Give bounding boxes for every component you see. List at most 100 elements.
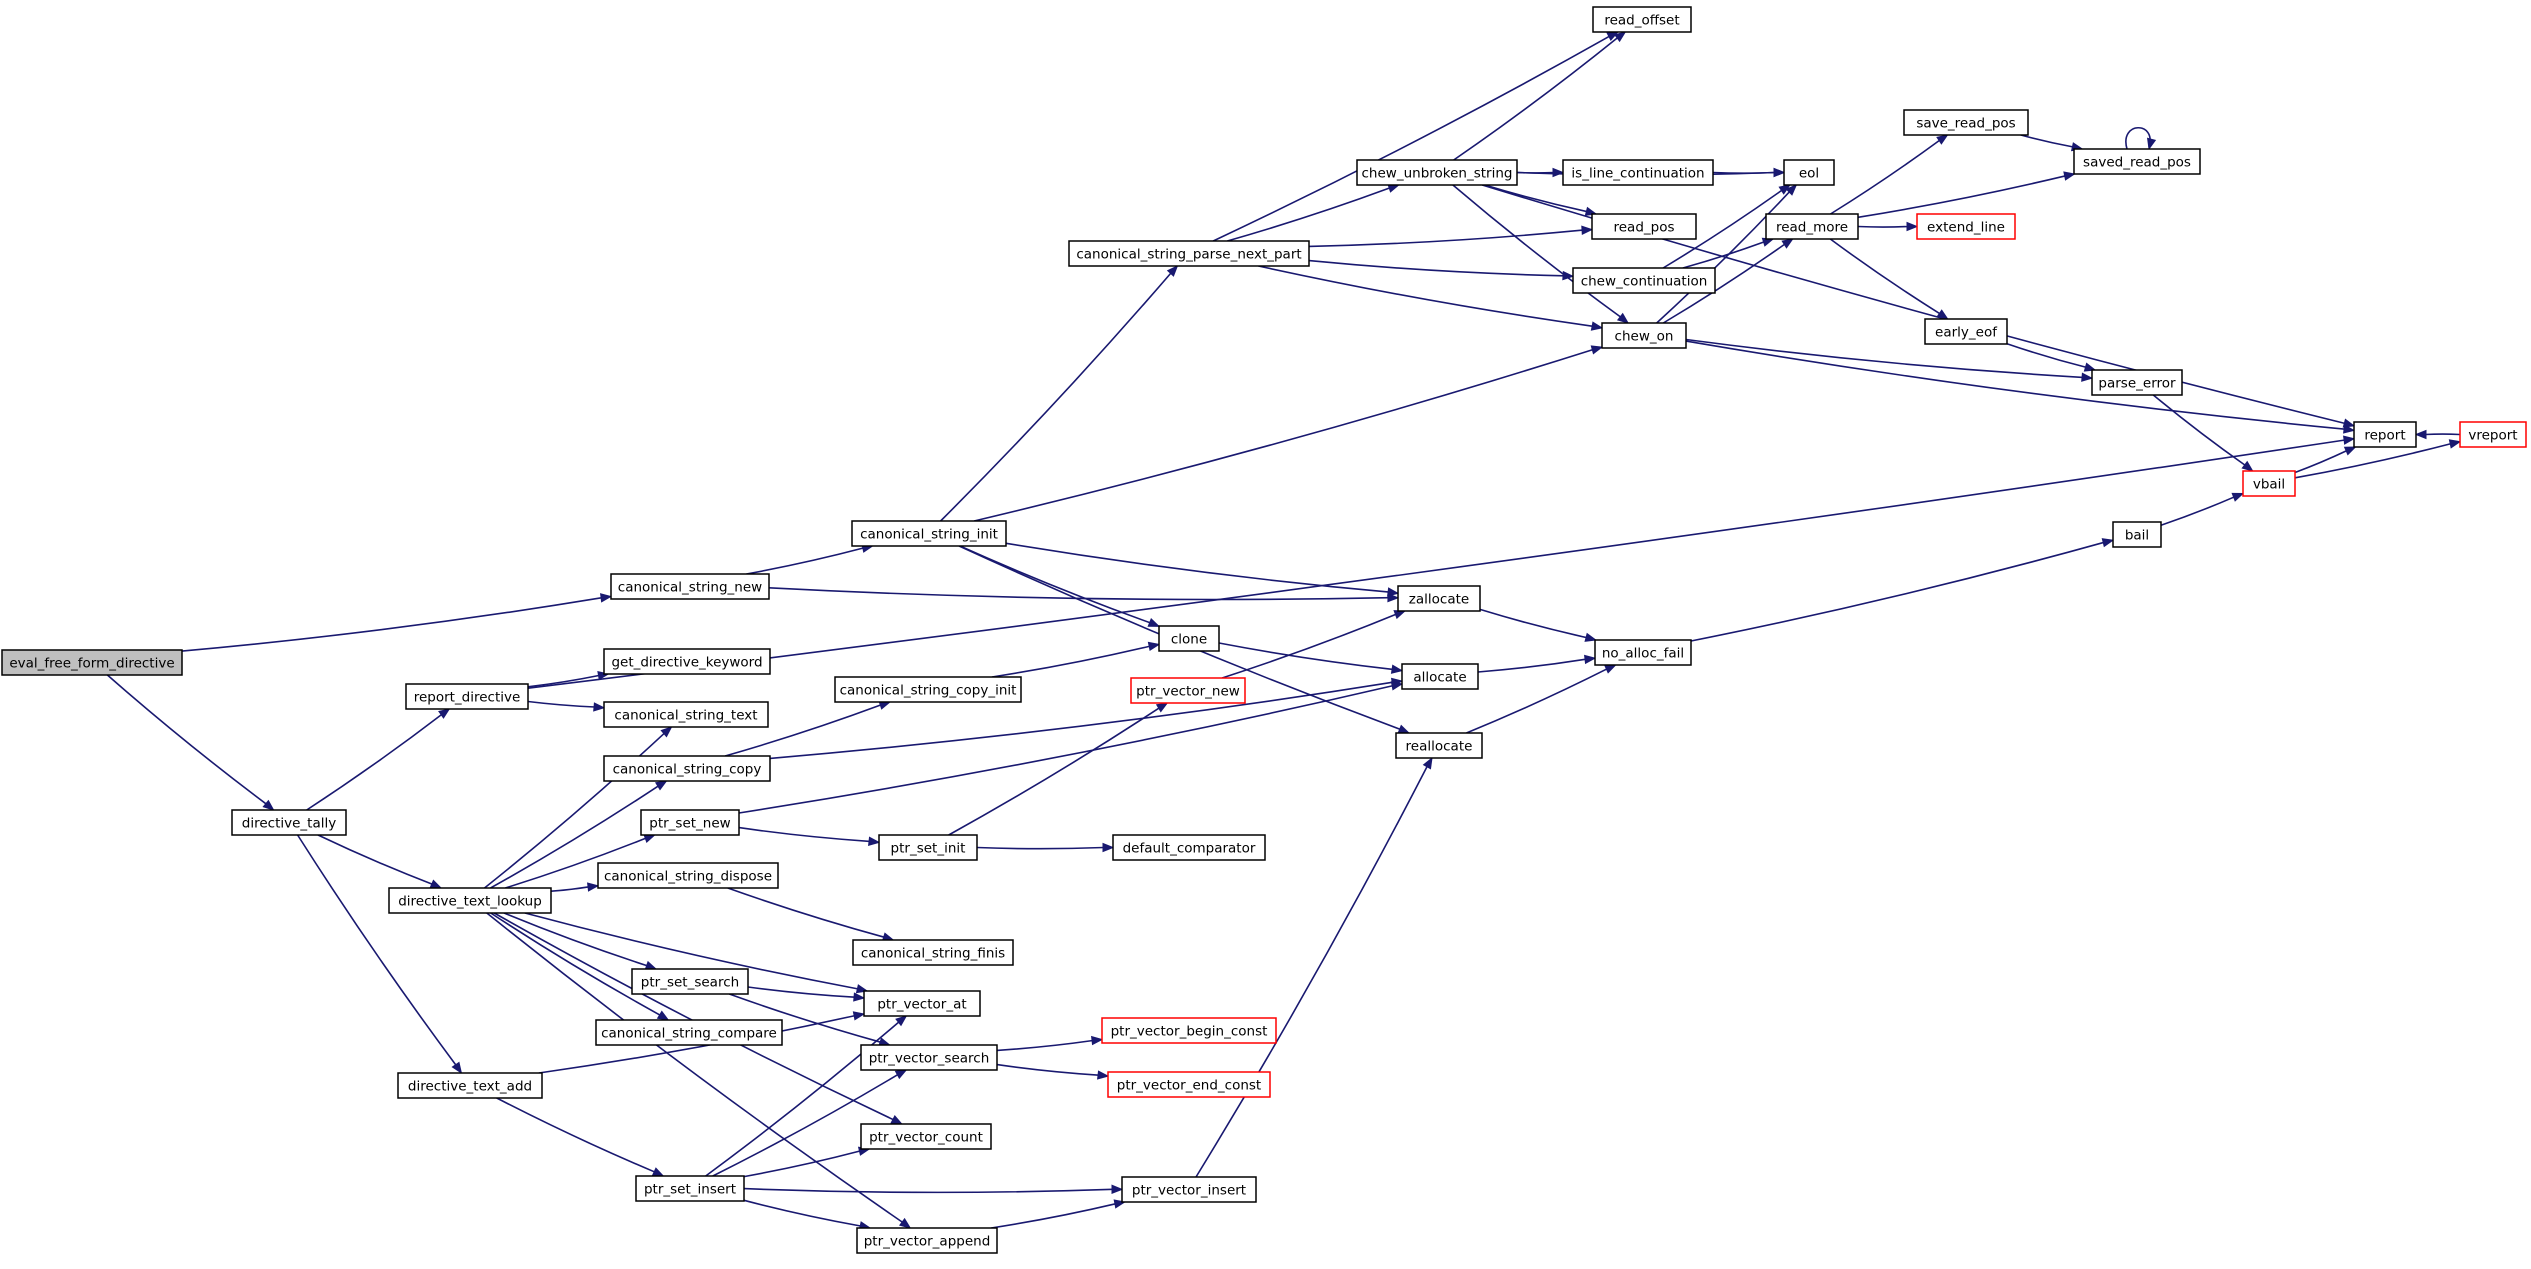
- node-directive_text_add[interactable]: directive_text_add: [397, 1072, 543, 1099]
- node-label-clone: clone: [1171, 632, 1207, 648]
- node-canonical_string_new[interactable]: canonical_string_new: [610, 573, 770, 600]
- node-report_directive[interactable]: report_directive: [405, 683, 529, 710]
- node-default_comparator[interactable]: default_comparator: [1112, 834, 1266, 861]
- node-parse_error[interactable]: parse_error: [2091, 369, 2183, 396]
- node-get_directive_keyword[interactable]: get_directive_keyword: [603, 648, 771, 675]
- arrowhead-read_more-to-save_read_pos: [1936, 134, 1949, 145]
- node-label-directive_text_add: directive_text_add: [408, 1079, 532, 1095]
- node-canonical_string_text[interactable]: canonical_string_text: [603, 701, 769, 728]
- node-allocate[interactable]: allocate: [1401, 663, 1479, 690]
- node-ptr_vector_search[interactable]: ptr_vector_search: [860, 1044, 998, 1071]
- edge-directive_tally-to-report_directive: [306, 713, 443, 811]
- node-label-ptr_set_insert: ptr_set_insert: [644, 1182, 736, 1198]
- arrowhead-ptr_vector_search-to-ptr_vector_end_const: [1097, 1070, 1110, 1080]
- edge-directive_text_lookup-to-ptr_set_new: [505, 837, 647, 889]
- node-canonical_string_compare[interactable]: canonical_string_compare: [595, 1019, 783, 1046]
- node-label-extend_line: extend_line: [1927, 220, 2005, 236]
- node-box-clone: [1158, 625, 1220, 652]
- node-label-reallocate: reallocate: [1406, 739, 1473, 755]
- node-canonical_string_parse_next_part[interactable]: canonical_string_parse_next_part: [1068, 240, 1310, 267]
- node-ptr_vector_begin_const[interactable]: ptr_vector_begin_const: [1101, 1017, 1277, 1044]
- node-extend_line[interactable]: extend_line: [1916, 213, 2016, 240]
- node-saved_read_pos[interactable]: saved_read_pos: [2073, 148, 2201, 175]
- edge-ptr_set_new-to-ptr_set_init: [738, 826, 871, 843]
- edge-directive_text_lookup-to-ptr_vector_append: [486, 912, 904, 1224]
- arrowhead-directive_text_add-to-ptr_vector_at: [852, 1011, 866, 1021]
- edge-ptr_set_new-to-allocate: [738, 684, 1394, 814]
- node-label-early_eof: early_eof: [1935, 325, 1998, 341]
- edge-directive_text_lookup-to-ptr_set_search: [503, 912, 648, 967]
- node-box-chew_continuation: [1572, 267, 1716, 294]
- edge-chew_on-to-read_more: [1662, 243, 1786, 324]
- node-directive_tally[interactable]: directive_tally: [231, 809, 347, 836]
- node-bail[interactable]: bail: [2112, 521, 2162, 548]
- node-box-reallocate: [1395, 732, 1483, 759]
- node-report[interactable]: report: [2353, 421, 2417, 448]
- node-early_eof[interactable]: early_eof: [1924, 318, 2008, 345]
- edge-ptr_vector_append-to-ptr_vector_insert: [991, 1202, 1117, 1229]
- node-label-eol: eol: [1799, 166, 1819, 182]
- node-box-ptr_vector_begin_const: [1101, 1017, 1277, 1044]
- node-ptr_vector_at[interactable]: ptr_vector_at: [863, 990, 981, 1017]
- arrowhead-canonical_string_parse_next_part-to-read_pos: [1581, 225, 1594, 235]
- node-label-ptr_vector_insert: ptr_vector_insert: [1132, 1183, 1246, 1199]
- edge-chew_on-to-eol: [1656, 190, 1791, 324]
- node-no_alloc_fail[interactable]: no_alloc_fail: [1594, 639, 1692, 666]
- node-box-canonical_string_finis: [852, 939, 1014, 966]
- arrowhead-chew_on-to-parse_error: [2081, 372, 2094, 382]
- node-chew_continuation[interactable]: chew_continuation: [1572, 267, 1716, 294]
- node-read_more[interactable]: read_more: [1765, 213, 1859, 240]
- node-canonical_string_copy_init[interactable]: canonical_string_copy_init: [834, 676, 1022, 703]
- node-chew_on[interactable]: chew_on: [1601, 322, 1687, 349]
- edge-directive_text_lookup-to-canonical_string_dispose: [550, 886, 590, 892]
- edge-canonical_string_init-to-canonical_string_parse_next_part: [940, 272, 1172, 522]
- node-ptr_vector_new[interactable]: ptr_vector_new: [1130, 677, 1246, 704]
- node-zallocate[interactable]: zallocate: [1397, 585, 1481, 612]
- node-clone[interactable]: clone: [1158, 625, 1220, 652]
- node-ptr_vector_append[interactable]: ptr_vector_append: [856, 1227, 998, 1254]
- arrowhead-ptr_set_insert-to-ptr_vector_insert: [1111, 1184, 1124, 1195]
- edge-read_more-to-early_eof: [1829, 238, 1941, 315]
- arrowhead-canonical_string_parse_next_part-to-chew_on: [1590, 321, 1604, 331]
- edge-ptr_set_search-to-ptr_vector_search: [729, 993, 882, 1044]
- node-canonical_string_copy[interactable]: canonical_string_copy: [603, 755, 771, 782]
- arrowhead-ptr_vector_search-to-ptr_vector_begin_const: [1091, 1035, 1104, 1046]
- arrowhead-report_directive-to-canonical_string_text: [593, 702, 606, 712]
- node-eol[interactable]: eol: [1783, 159, 1835, 186]
- node-save_read_pos[interactable]: save_read_pos: [1903, 109, 2029, 136]
- node-is_line_continuation[interactable]: is_line_continuation: [1562, 159, 1714, 186]
- node-ptr_set_new[interactable]: ptr_set_new: [640, 809, 740, 836]
- node-canonical_string_finis[interactable]: canonical_string_finis: [852, 939, 1014, 966]
- node-box-chew_unbroken_string: [1356, 159, 1518, 186]
- node-directive_text_lookup[interactable]: directive_text_lookup: [388, 887, 552, 914]
- node-box-ptr_set_insert: [635, 1175, 745, 1202]
- node-ptr_set_search[interactable]: ptr_set_search: [631, 968, 749, 995]
- arrowhead-chew_unbroken_string-to-report: [2342, 418, 2356, 428]
- node-chew_unbroken_string[interactable]: chew_unbroken_string: [1356, 159, 1518, 186]
- edge-chew_unbroken_string-to-read_offset: [1453, 36, 1619, 161]
- node-box-ptr_set_search: [631, 968, 749, 995]
- node-label-ptr_set_new: ptr_set_new: [649, 816, 730, 832]
- node-vbail[interactable]: vbail: [2242, 470, 2296, 497]
- node-ptr_vector_end_const[interactable]: ptr_vector_end_const: [1107, 1071, 1271, 1098]
- node-ptr_set_init[interactable]: ptr_set_init: [878, 834, 978, 861]
- node-canonical_string_init[interactable]: canonical_string_init: [851, 520, 1007, 547]
- node-box-ptr_vector_count: [860, 1123, 992, 1150]
- arrowhead-ptr_vector_insert-to-reallocate: [1422, 756, 1433, 770]
- node-canonical_string_dispose[interactable]: canonical_string_dispose: [597, 862, 779, 889]
- node-vreport[interactable]: vreport: [2459, 421, 2527, 448]
- arrowhead-vbail-to-vreport: [2448, 439, 2462, 449]
- edge-saved_read_pos-to-saved_read_pos: [2125, 126, 2151, 150]
- node-read_pos[interactable]: read_pos: [1591, 213, 1697, 240]
- node-ptr_vector_count[interactable]: ptr_vector_count: [860, 1123, 992, 1150]
- node-eval_free_form_directive[interactable]: eval_free_form_directive: [1, 649, 183, 676]
- edge-chew_unbroken_string-to-chew_on: [1452, 184, 1622, 319]
- edge-zallocate-to-no_alloc_fail: [1479, 608, 1588, 639]
- node-ptr_vector_insert[interactable]: ptr_vector_insert: [1121, 1176, 1257, 1203]
- node-reallocate[interactable]: reallocate: [1395, 732, 1483, 759]
- node-ptr_set_insert[interactable]: ptr_set_insert: [635, 1175, 745, 1202]
- node-read_offset[interactable]: read_offset: [1592, 6, 1692, 33]
- edge-directive_text_lookup-to-canonical_string_copy: [490, 785, 660, 889]
- node-label-saved_read_pos: saved_read_pos: [2083, 155, 2191, 171]
- arrowhead-chew_unbroken_string-to-read_offset: [1613, 31, 1627, 43]
